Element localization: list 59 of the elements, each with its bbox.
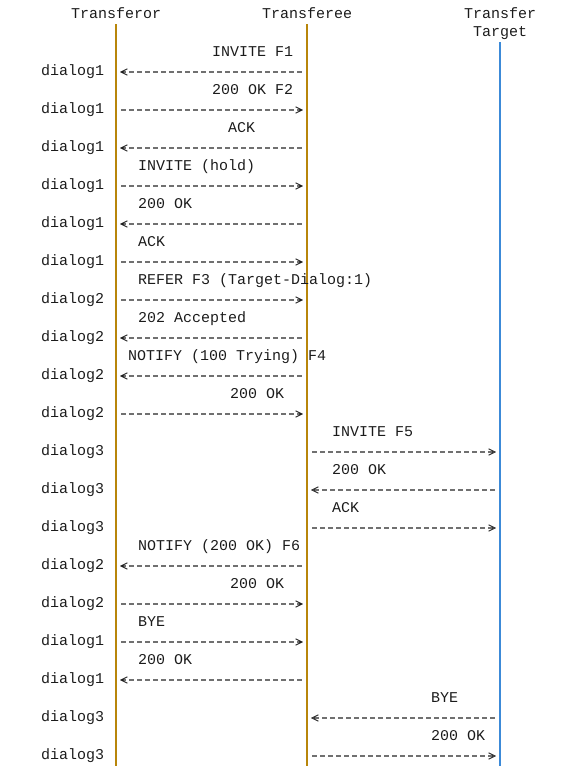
dialog-label: dialog1 [40,633,104,651]
message-label: NOTIFY (100 Trying) F4 [128,348,326,366]
message-arrow [121,410,303,418]
message-label: 200 OK [230,386,284,404]
dialog-label: dialog1 [40,139,104,157]
message-label: BYE [138,614,166,632]
dialog-label: dialog2 [40,367,104,385]
message-label: BYE [431,690,458,708]
dialog-label: dialog3 [40,709,104,727]
message-label: NOTIFY (200 OK) F6 [138,538,300,556]
participant-label: Transferee [262,6,352,24]
message-arrow [120,144,302,152]
message-label: ACK [332,500,360,518]
message-arrow [120,220,302,228]
dialog-label: dialog2 [40,557,104,575]
message-label: 200 OK [431,728,486,746]
dialog-label: dialog3 [40,747,104,765]
dialog-label: dialog2 [40,405,104,423]
message-label: 200 OK [138,196,192,214]
dialog-label: dialog1 [40,177,104,195]
dialog-label: dialog1 [40,671,104,689]
dialog-label: dialog3 [40,443,104,461]
dialog-label: dialog2 [40,329,104,347]
message-label: 200 OK [138,652,192,670]
message-label: 200 OK [332,462,386,480]
dialog-label: dialog1 [40,215,104,233]
dialog-label: dialog3 [40,519,104,537]
dialog-label: dialog2 [40,595,104,613]
dialog-label: dialog3 [40,481,104,499]
message-label: 200 OK F2 [212,82,294,100]
message-arrow [311,486,495,494]
message-arrow [120,372,302,380]
message-label: ACK [138,234,166,252]
message-label: INVITE F1 [212,44,294,62]
dialog-label: dialog1 [40,101,104,119]
message-label: INVITE F5 [332,424,414,442]
message-arrow [121,638,303,646]
message-arrow [121,296,303,304]
message-arrow [311,714,495,722]
participant-label: Transfer Target [462,6,537,42]
message-arrow [312,448,496,456]
message-label: 200 OK [230,576,284,594]
dialog-label: dialog2 [40,291,104,309]
message-arrow [312,524,496,532]
message-label: 202 Accepted [138,310,246,328]
dialog-label: dialog1 [40,63,104,81]
message-arrow [121,106,303,114]
message-arrow [120,68,302,76]
message-label: ACK [228,120,256,138]
message-label: INVITE (hold) [138,158,256,176]
message-arrow [121,182,303,190]
message-arrow [120,334,302,342]
dialog-label: dialog1 [40,253,104,271]
message-arrow [312,752,496,760]
message-arrow [121,258,303,266]
message-arrow [121,600,303,608]
message-arrow [120,676,302,684]
participant-label: Transferor [70,6,161,24]
message-arrow [120,562,302,570]
